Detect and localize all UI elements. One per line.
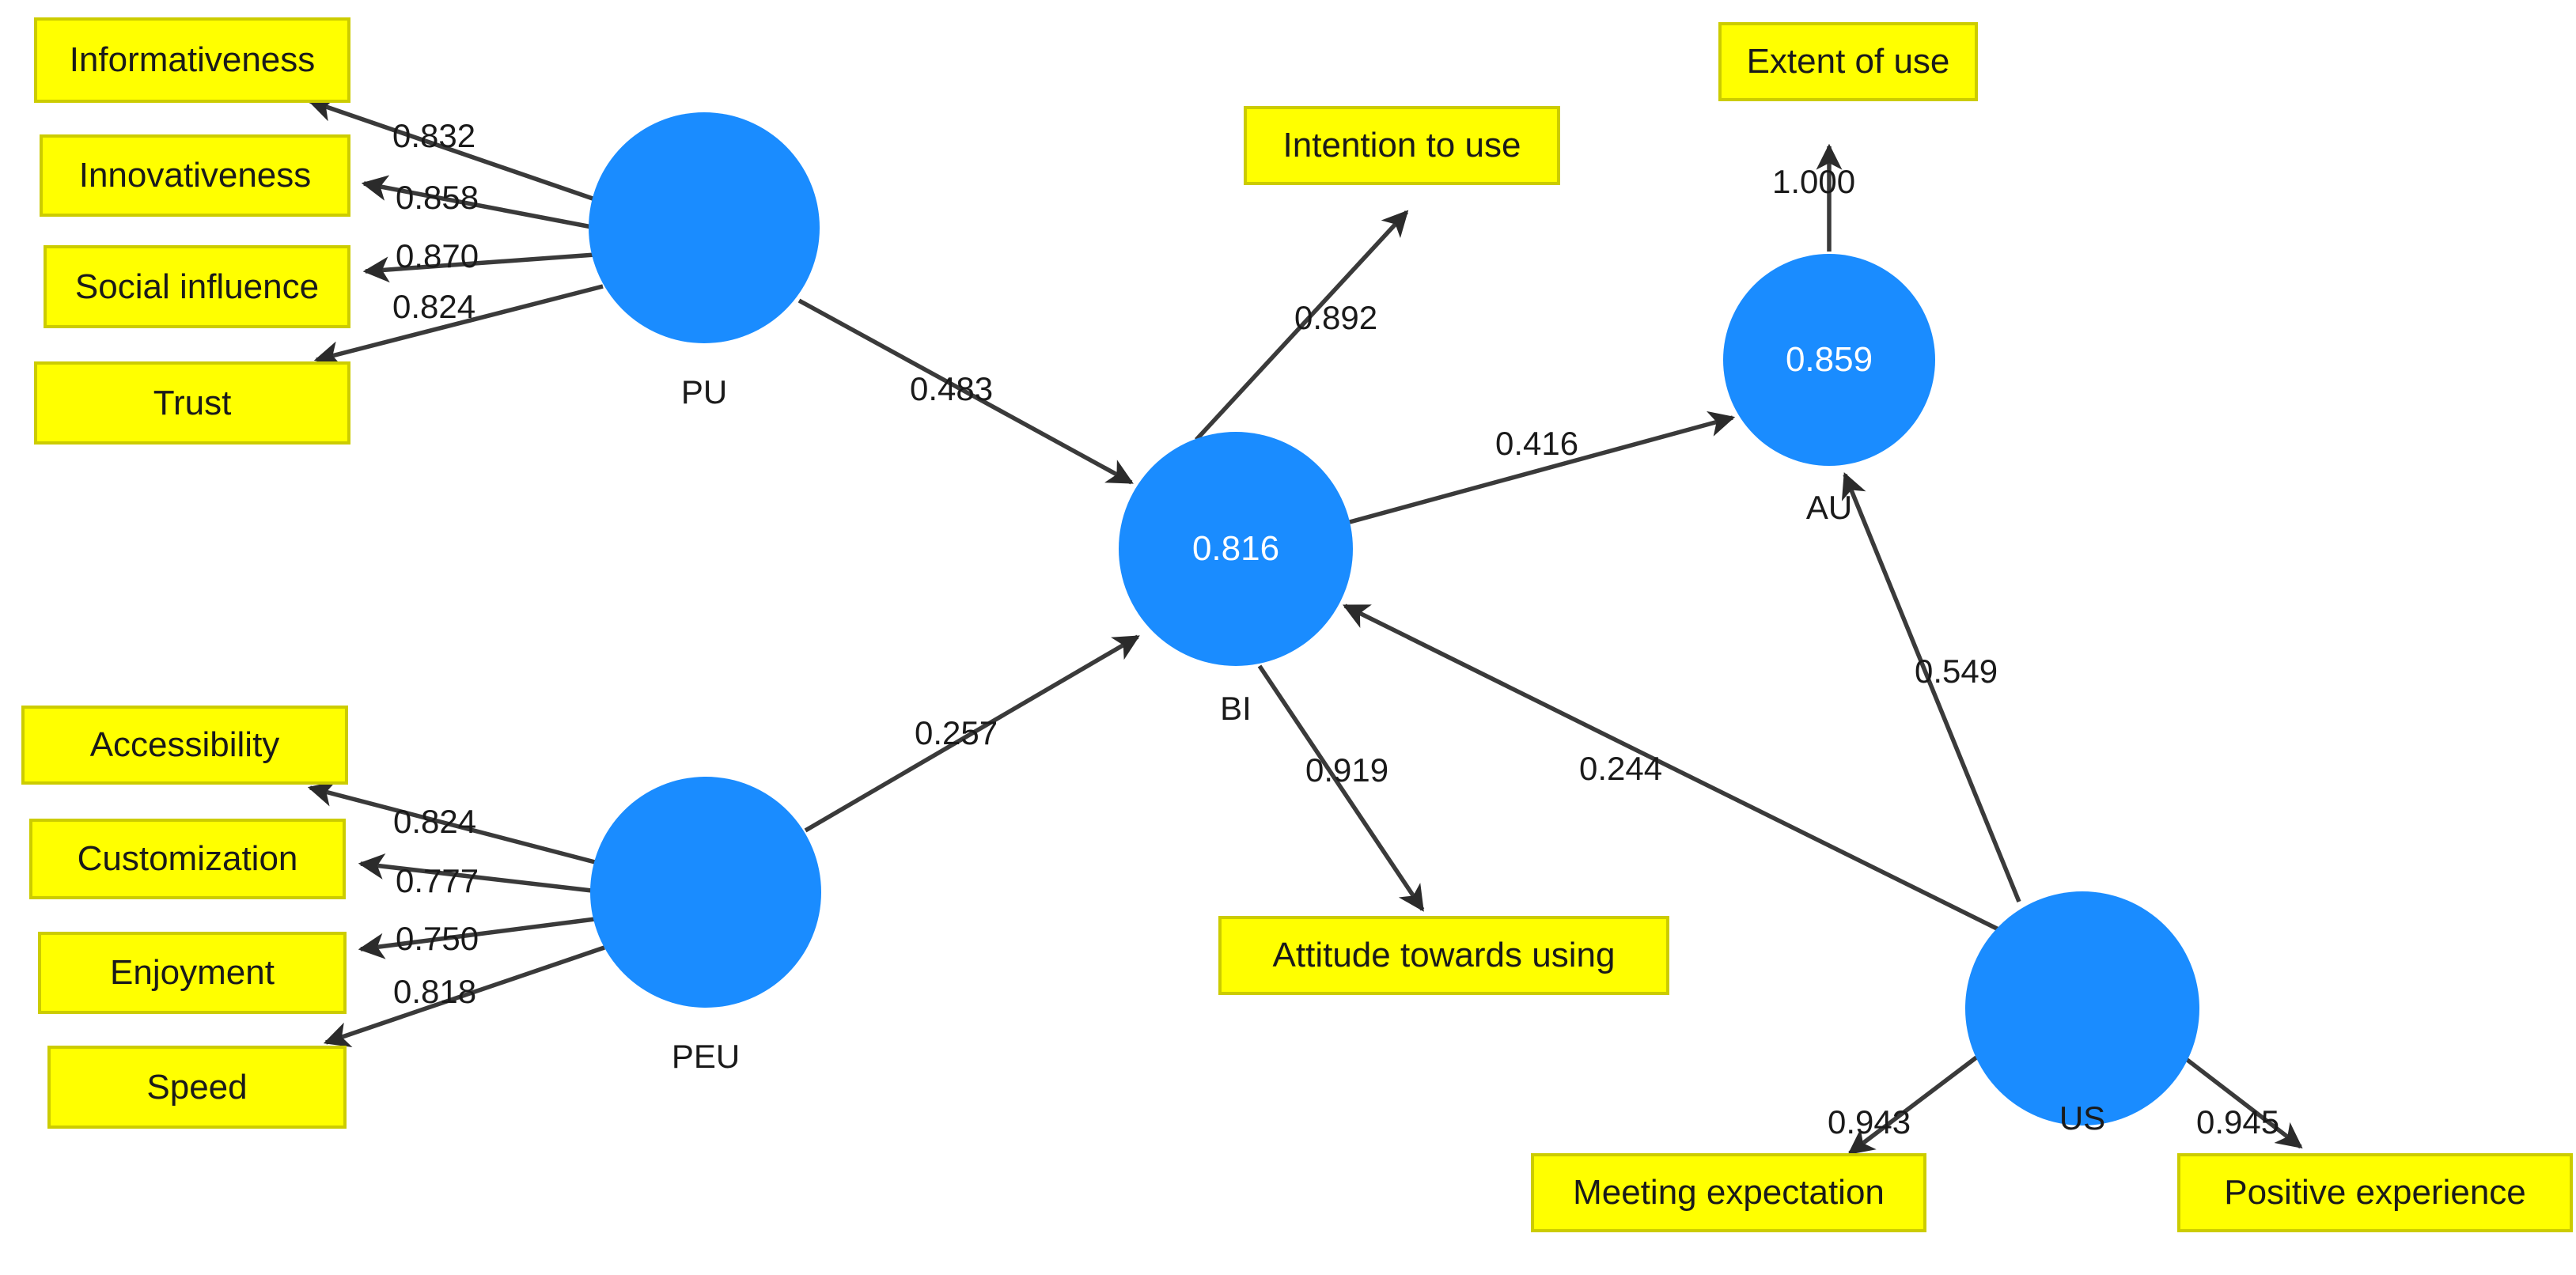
loading-label-accessibility: 0.824 bbox=[393, 803, 477, 840]
loading-label-extent-of-use: 1.000 bbox=[1772, 163, 1856, 200]
loading-label-informativeness: 0.832 bbox=[392, 117, 476, 154]
loading-label-meeting-expectation: 0.943 bbox=[1828, 1103, 1911, 1141]
indicator-speed[interactable]: Speed bbox=[47, 1046, 347, 1129]
construct-au-label: AU bbox=[1805, 489, 1853, 526]
indicator-label: Speed bbox=[146, 1067, 248, 1107]
construct-bi-value: 0.816 bbox=[1191, 529, 1280, 568]
construct-peu[interactable] bbox=[590, 777, 821, 1008]
indicator-label: Meeting expectation bbox=[1573, 1173, 1885, 1212]
indicator-label: Extent of use bbox=[1746, 42, 1950, 81]
construct-bi[interactable]: 0.816 bbox=[1119, 432, 1353, 666]
indicator-meeting-expectation[interactable]: Meeting expectation bbox=[1531, 1153, 1926, 1232]
path-label-peu-bi: 0.257 bbox=[915, 714, 998, 751]
indicator-label: Innovativeness bbox=[78, 156, 312, 195]
path-label-us-au: 0.549 bbox=[1915, 653, 1998, 690]
construct-pu[interactable] bbox=[589, 112, 820, 343]
path-label-us-bi: 0.244 bbox=[1579, 750, 1663, 787]
indicator-label: Customization bbox=[77, 839, 298, 878]
indicator-customization[interactable]: Customization bbox=[29, 819, 346, 899]
construct-au-value: 0.859 bbox=[1785, 340, 1873, 379]
indicator-attitude-towards-using[interactable]: Attitude towards using bbox=[1218, 916, 1669, 995]
indicator-label: Accessibility bbox=[89, 725, 280, 764]
construct-pu-label: PU bbox=[680, 373, 728, 410]
construct-us[interactable] bbox=[1965, 891, 2199, 1126]
indicator-extent-of-use[interactable]: Extent of use bbox=[1718, 22, 1978, 101]
indicator-positive-experience[interactable]: Positive experience bbox=[2177, 1153, 2573, 1232]
loading-label-trust: 0.824 bbox=[392, 288, 476, 325]
indicator-social-influence[interactable]: Social influence bbox=[44, 245, 350, 328]
edge-us-bi bbox=[1343, 603, 2002, 933]
indicator-label: Positive experience bbox=[2224, 1173, 2526, 1212]
construct-au[interactable]: 0.859 bbox=[1723, 254, 1935, 466]
indicator-label: Informativeness bbox=[69, 40, 316, 79]
loading-label-customization: 0.777 bbox=[396, 862, 479, 899]
indicator-label: Trust bbox=[153, 383, 232, 422]
indicator-informativeness[interactable]: Informativeness bbox=[34, 17, 350, 103]
loading-label-attitude: 0.919 bbox=[1305, 751, 1389, 789]
indicator-label: Attitude towards using bbox=[1272, 936, 1616, 974]
loading-label-enjoyment: 0.750 bbox=[396, 920, 479, 957]
indicator-label: Enjoyment bbox=[110, 953, 275, 992]
loading-label-speed: 0.818 bbox=[393, 973, 477, 1010]
loading-label-positive-experience: 0.945 bbox=[2196, 1103, 2280, 1141]
construct-bi-label: BI bbox=[1220, 690, 1252, 727]
indicator-label: Intention to use bbox=[1282, 126, 1521, 165]
construct-peu-label: PEU bbox=[671, 1038, 741, 1075]
indicator-innovativeness[interactable]: Innovativeness bbox=[40, 134, 350, 217]
path-label-bi-au: 0.416 bbox=[1495, 425, 1579, 462]
indicator-accessibility[interactable]: Accessibility bbox=[21, 706, 348, 785]
indicator-intention-to-use[interactable]: Intention to use bbox=[1244, 106, 1560, 185]
loading-label-intention-to-use: 0.892 bbox=[1294, 299, 1378, 336]
construct-us-label: US bbox=[2059, 1099, 2106, 1137]
indicator-trust[interactable]: Trust bbox=[34, 361, 350, 445]
indicator-enjoyment[interactable]: Enjoyment bbox=[38, 932, 347, 1014]
path-label-pu-bi: 0.483 bbox=[910, 370, 994, 407]
loading-label-innovativeness: 0.858 bbox=[396, 179, 479, 216]
loading-label-social-influence: 0.870 bbox=[396, 237, 479, 274]
indicator-label: Social influence bbox=[74, 267, 320, 306]
